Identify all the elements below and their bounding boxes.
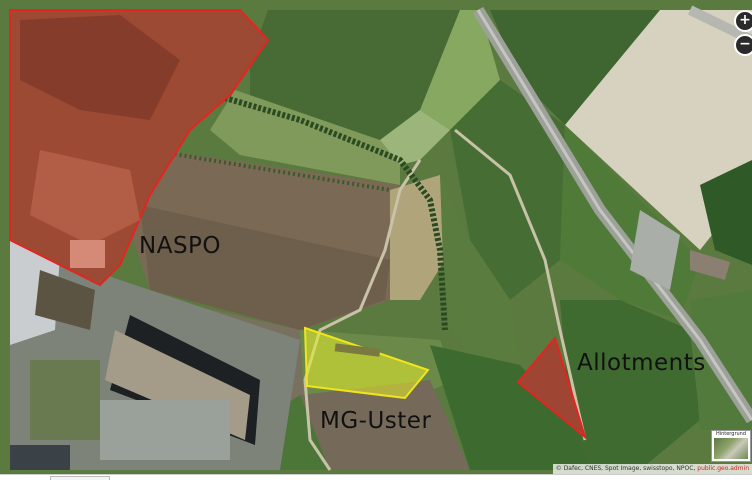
- building: [690, 250, 730, 280]
- field: [440, 175, 520, 370]
- field: [700, 160, 752, 265]
- bottom-bar: [0, 474, 752, 480]
- attribution-link[interactable]: public.geo.admin: [697, 465, 749, 472]
- field: [560, 300, 700, 470]
- tree-line: [214, 92, 448, 331]
- allotments-area[interactable]: [516, 335, 587, 440]
- naspo-label: NASPO: [139, 233, 222, 259]
- runway-strip: [334, 343, 381, 357]
- zoom-in-button[interactable]: +: [734, 10, 752, 32]
- background-thumbnail: [714, 438, 748, 459]
- field: [430, 345, 590, 470]
- bottom-tab[interactable]: [50, 476, 110, 480]
- field: [380, 110, 450, 165]
- field: [250, 10, 460, 140]
- field: [210, 90, 400, 185]
- farm-track: [454, 128, 587, 441]
- naspo-buildings: [30, 150, 140, 245]
- mg-uster-label: MG-Uster: [320, 408, 432, 434]
- farm-track: [303, 159, 422, 471]
- field: [490, 10, 660, 125]
- ploughed-field: [140, 205, 390, 330]
- ploughed-field: [300, 380, 470, 470]
- naspo-woodland: [20, 15, 180, 120]
- industrial-lot: [630, 210, 680, 290]
- tree-line: [149, 148, 391, 192]
- building: [35, 270, 95, 330]
- background-switcher[interactable]: Hintergrund: [711, 430, 751, 462]
- zoom-out-button[interactable]: −: [734, 34, 752, 56]
- building: [10, 445, 70, 470]
- sports-field: [30, 360, 100, 440]
- field: [450, 80, 565, 300]
- allotments-label: Allotments: [577, 350, 706, 376]
- parking-lot: [100, 400, 230, 460]
- background-switcher-title: Hintergrund: [715, 431, 747, 437]
- building-roof: [10, 240, 60, 345]
- attribution-text: © Dafec, CNES, Spot Image, swisstopo, NP…: [555, 465, 696, 472]
- naspo-pool: [70, 240, 105, 268]
- attribution: © Dafec, CNES, Spot Image, swisstopo, NP…: [552, 464, 752, 474]
